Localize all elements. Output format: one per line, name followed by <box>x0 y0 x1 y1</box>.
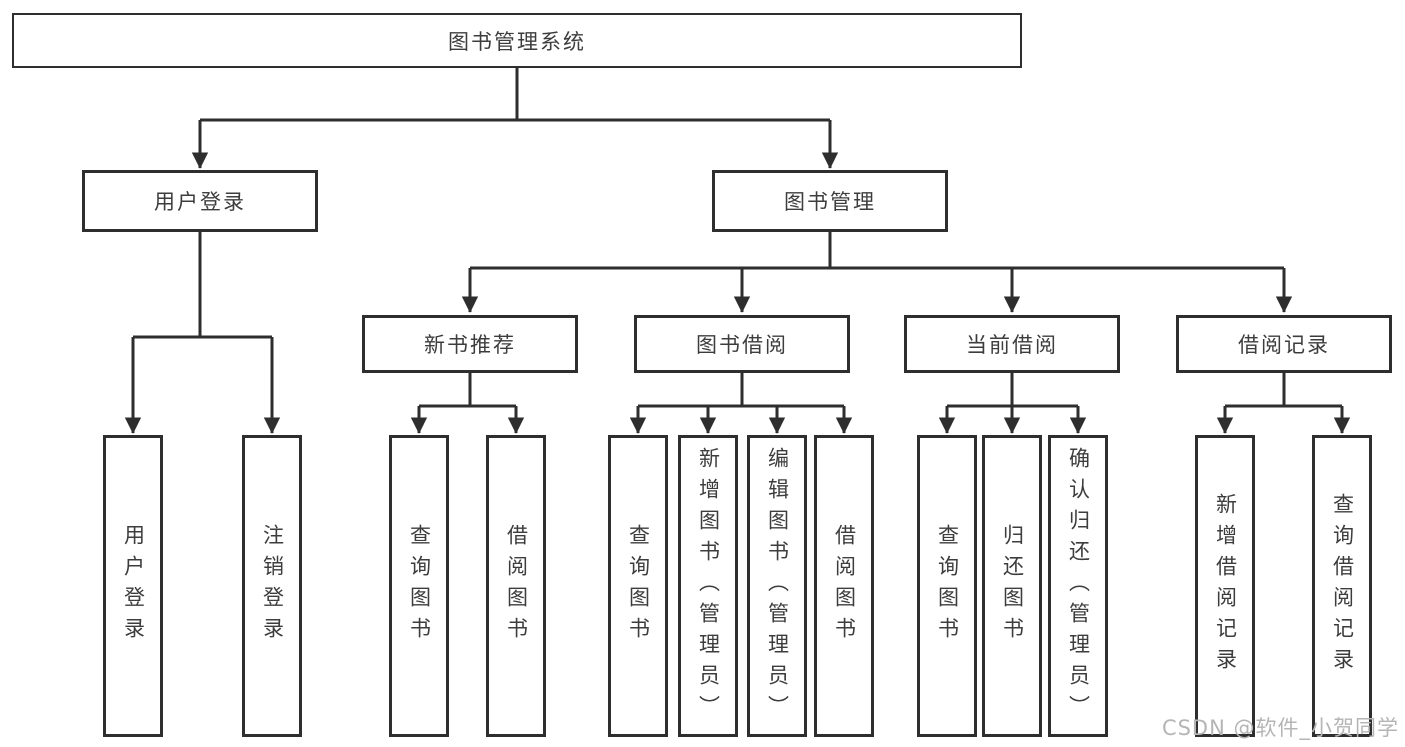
leaf-logout: 注销登录 <box>242 435 302 737</box>
node-user-login: 用户登录 <box>82 170 318 232</box>
leaf-br-query-record: 查询借阅记录 <box>1312 435 1372 737</box>
leaf-cb-confirm-return-admin: 确认归还（管理员） <box>1048 435 1108 737</box>
leaf-br-query-record-label: 查询借阅记录 <box>1330 493 1355 679</box>
leaf-user-login-label: 用户登录 <box>121 524 146 648</box>
leaf-br-add-record: 新增借阅记录 <box>1195 435 1255 737</box>
leaf-bb-borrow-books-label: 借阅图书 <box>832 524 857 648</box>
leaf-bb-edit-books-admin-label: 编辑图书（管理员） <box>765 446 790 726</box>
leaf-bb-borrow-books: 借阅图书 <box>814 435 874 737</box>
leaf-cb-query-books: 查询图书 <box>917 435 977 737</box>
leaf-bb-add-books-admin-label: 新增图书（管理员） <box>696 446 721 726</box>
leaf-cb-confirm-return-admin-label: 确认归还（管理员） <box>1066 446 1091 726</box>
leaf-bb-edit-books-admin: 编辑图书（管理员） <box>747 435 807 737</box>
leaf-nbr-borrow-books-label: 借阅图书 <box>504 524 529 648</box>
leaf-br-add-record-label: 新增借阅记录 <box>1213 493 1238 679</box>
leaf-user-login: 用户登录 <box>103 435 163 737</box>
node-borrowing-records: 借阅记录 <box>1176 315 1392 373</box>
leaf-nbr-borrow-books: 借阅图书 <box>486 435 546 737</box>
node-book-management: 图书管理 <box>712 170 948 232</box>
node-book-borrowing: 图书借阅 <box>634 315 850 373</box>
leaf-nbr-query-books-label: 查询图书 <box>407 524 432 648</box>
leaf-bb-query-books-label: 查询图书 <box>626 524 651 648</box>
leaf-logout-label: 注销登录 <box>260 524 285 648</box>
leaf-cb-return-books: 归还图书 <box>982 435 1042 737</box>
leaf-nbr-query-books: 查询图书 <box>389 435 449 737</box>
node-new-book-recommendation: 新书推荐 <box>362 315 578 373</box>
leaf-bb-query-books: 查询图书 <box>608 435 668 737</box>
csdn-watermark: CSDN @软件_小贺同学 <box>1161 716 1399 740</box>
node-root-system: 图书管理系统 <box>12 13 1022 68</box>
node-current-borrowing: 当前借阅 <box>904 315 1120 373</box>
leaf-cb-return-books-label: 归还图书 <box>1000 524 1025 648</box>
leaf-cb-query-books-label: 查询图书 <box>935 524 960 648</box>
leaf-bb-add-books-admin: 新增图书（管理员） <box>678 435 738 737</box>
